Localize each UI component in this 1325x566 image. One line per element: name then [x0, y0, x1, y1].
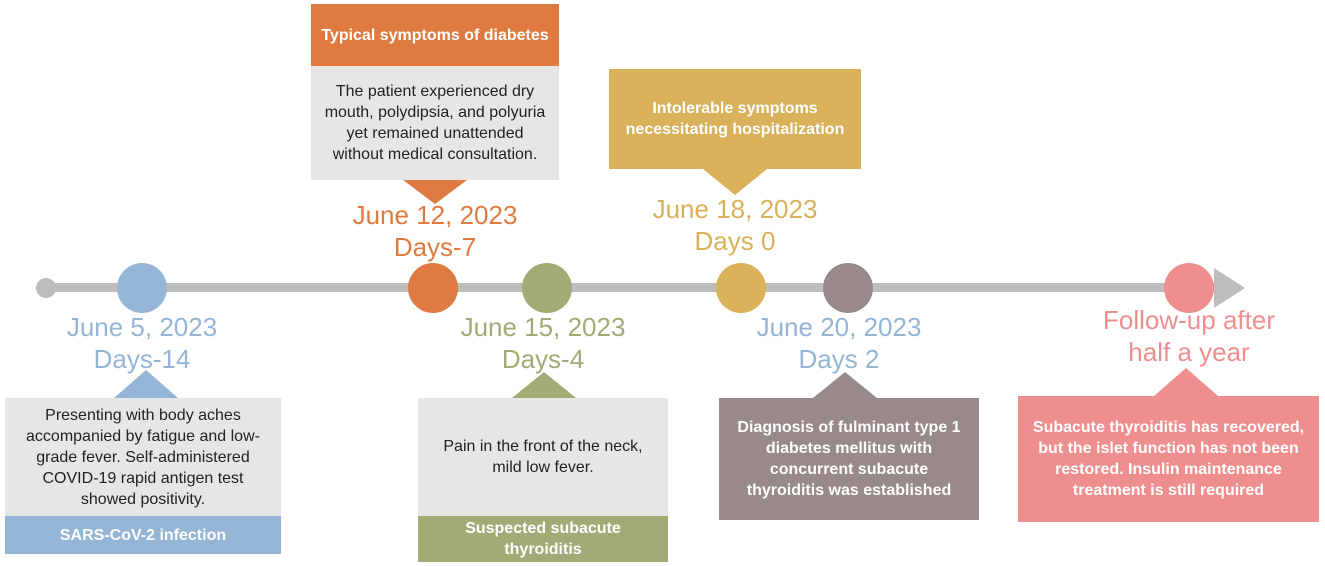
event-1-marker: [117, 263, 167, 313]
event-4-label-box: Intolerable symptoms necessitating hospi…: [609, 69, 861, 169]
event-3-date-block: June 15, 2023 Days-4: [443, 311, 643, 375]
event-1-description-box: Presenting with body aches accompanied b…: [5, 398, 281, 516]
event-2-description-box: The patient experienced dry mouth, polyd…: [311, 66, 559, 180]
event-2-description: The patient experienced dry mouth, polyd…: [324, 83, 546, 163]
event-3-label-box: Suspected subacute thyroiditis: [418, 516, 668, 562]
event-4-date: June 18, 2023: [652, 194, 818, 224]
event-3-label: Suspected subacute thyroiditis: [465, 520, 621, 558]
event-5-date-block: June 20, 2023 Days 2: [739, 311, 939, 375]
event-6-marker: [1164, 263, 1214, 313]
event-1-day: Days-14: [93, 344, 191, 374]
event-2-date-block: June 12, 2023 Days-7: [335, 199, 535, 263]
event-4-pointer: [703, 169, 767, 195]
event-4-marker: [716, 263, 766, 313]
event-5-date: June 20, 2023: [756, 312, 922, 342]
event-2-marker: [408, 263, 458, 313]
event-5-label-box: Diagnosis of fulminant type 1 diabetes m…: [719, 398, 979, 520]
event-3-date: June 15, 2023: [460, 312, 626, 342]
event-5-label: Diagnosis of fulminant type 1 diabetes m…: [737, 419, 961, 499]
timeline-arrow-head: [1214, 268, 1245, 308]
event-3-marker: [522, 263, 572, 313]
event-6-label-box: Subacute thyroiditis has recovered, but …: [1018, 396, 1319, 522]
event-1-pointer: [114, 370, 178, 398]
event-6-label: Subacute thyroiditis has recovered, but …: [1032, 419, 1305, 499]
event-1-description: Presenting with body aches accompanied b…: [26, 406, 260, 508]
event-1-label: SARS-CoV-2 infection: [59, 526, 227, 544]
event-4-label: Intolerable symptoms necessitating hospi…: [625, 100, 845, 138]
event-5-marker: [823, 263, 873, 313]
event-1-date: June 5, 2023: [66, 312, 218, 342]
event-2-date: June 12, 2023: [352, 200, 518, 230]
event-3-pointer: [512, 372, 576, 398]
timeline-start-dot: [36, 278, 56, 298]
event-4-date-block: June 18, 2023 Days 0: [635, 193, 835, 257]
event-6-day: half a year: [1128, 337, 1250, 367]
event-2-day: Days-7: [393, 232, 477, 262]
timeline-axis: [42, 283, 1222, 292]
event-5-pointer: [813, 372, 877, 398]
event-6-pointer: [1154, 368, 1218, 396]
event-2-pointer: [403, 180, 467, 204]
event-6-date: Follow-up after: [1103, 305, 1275, 335]
event-2-label: Typical symptoms of diabetes: [321, 26, 549, 44]
event-1-label-box: SARS-CoV-2 infection: [5, 516, 281, 554]
event-5-day: Days 2: [798, 344, 880, 374]
event-4-day: Days 0: [694, 226, 776, 256]
event-2-label-box: Typical symptoms of diabetes: [311, 4, 559, 66]
event-3-day: Days-4: [501, 344, 585, 374]
event-1-date-block: June 5, 2023 Days-14: [42, 311, 242, 375]
event-6-date-block: Follow-up after half a year: [1069, 304, 1309, 368]
event-3-description-box: Pain in the front of the neck, mild low …: [418, 398, 668, 516]
event-3-description: Pain in the front of the neck, mild low …: [443, 438, 643, 476]
